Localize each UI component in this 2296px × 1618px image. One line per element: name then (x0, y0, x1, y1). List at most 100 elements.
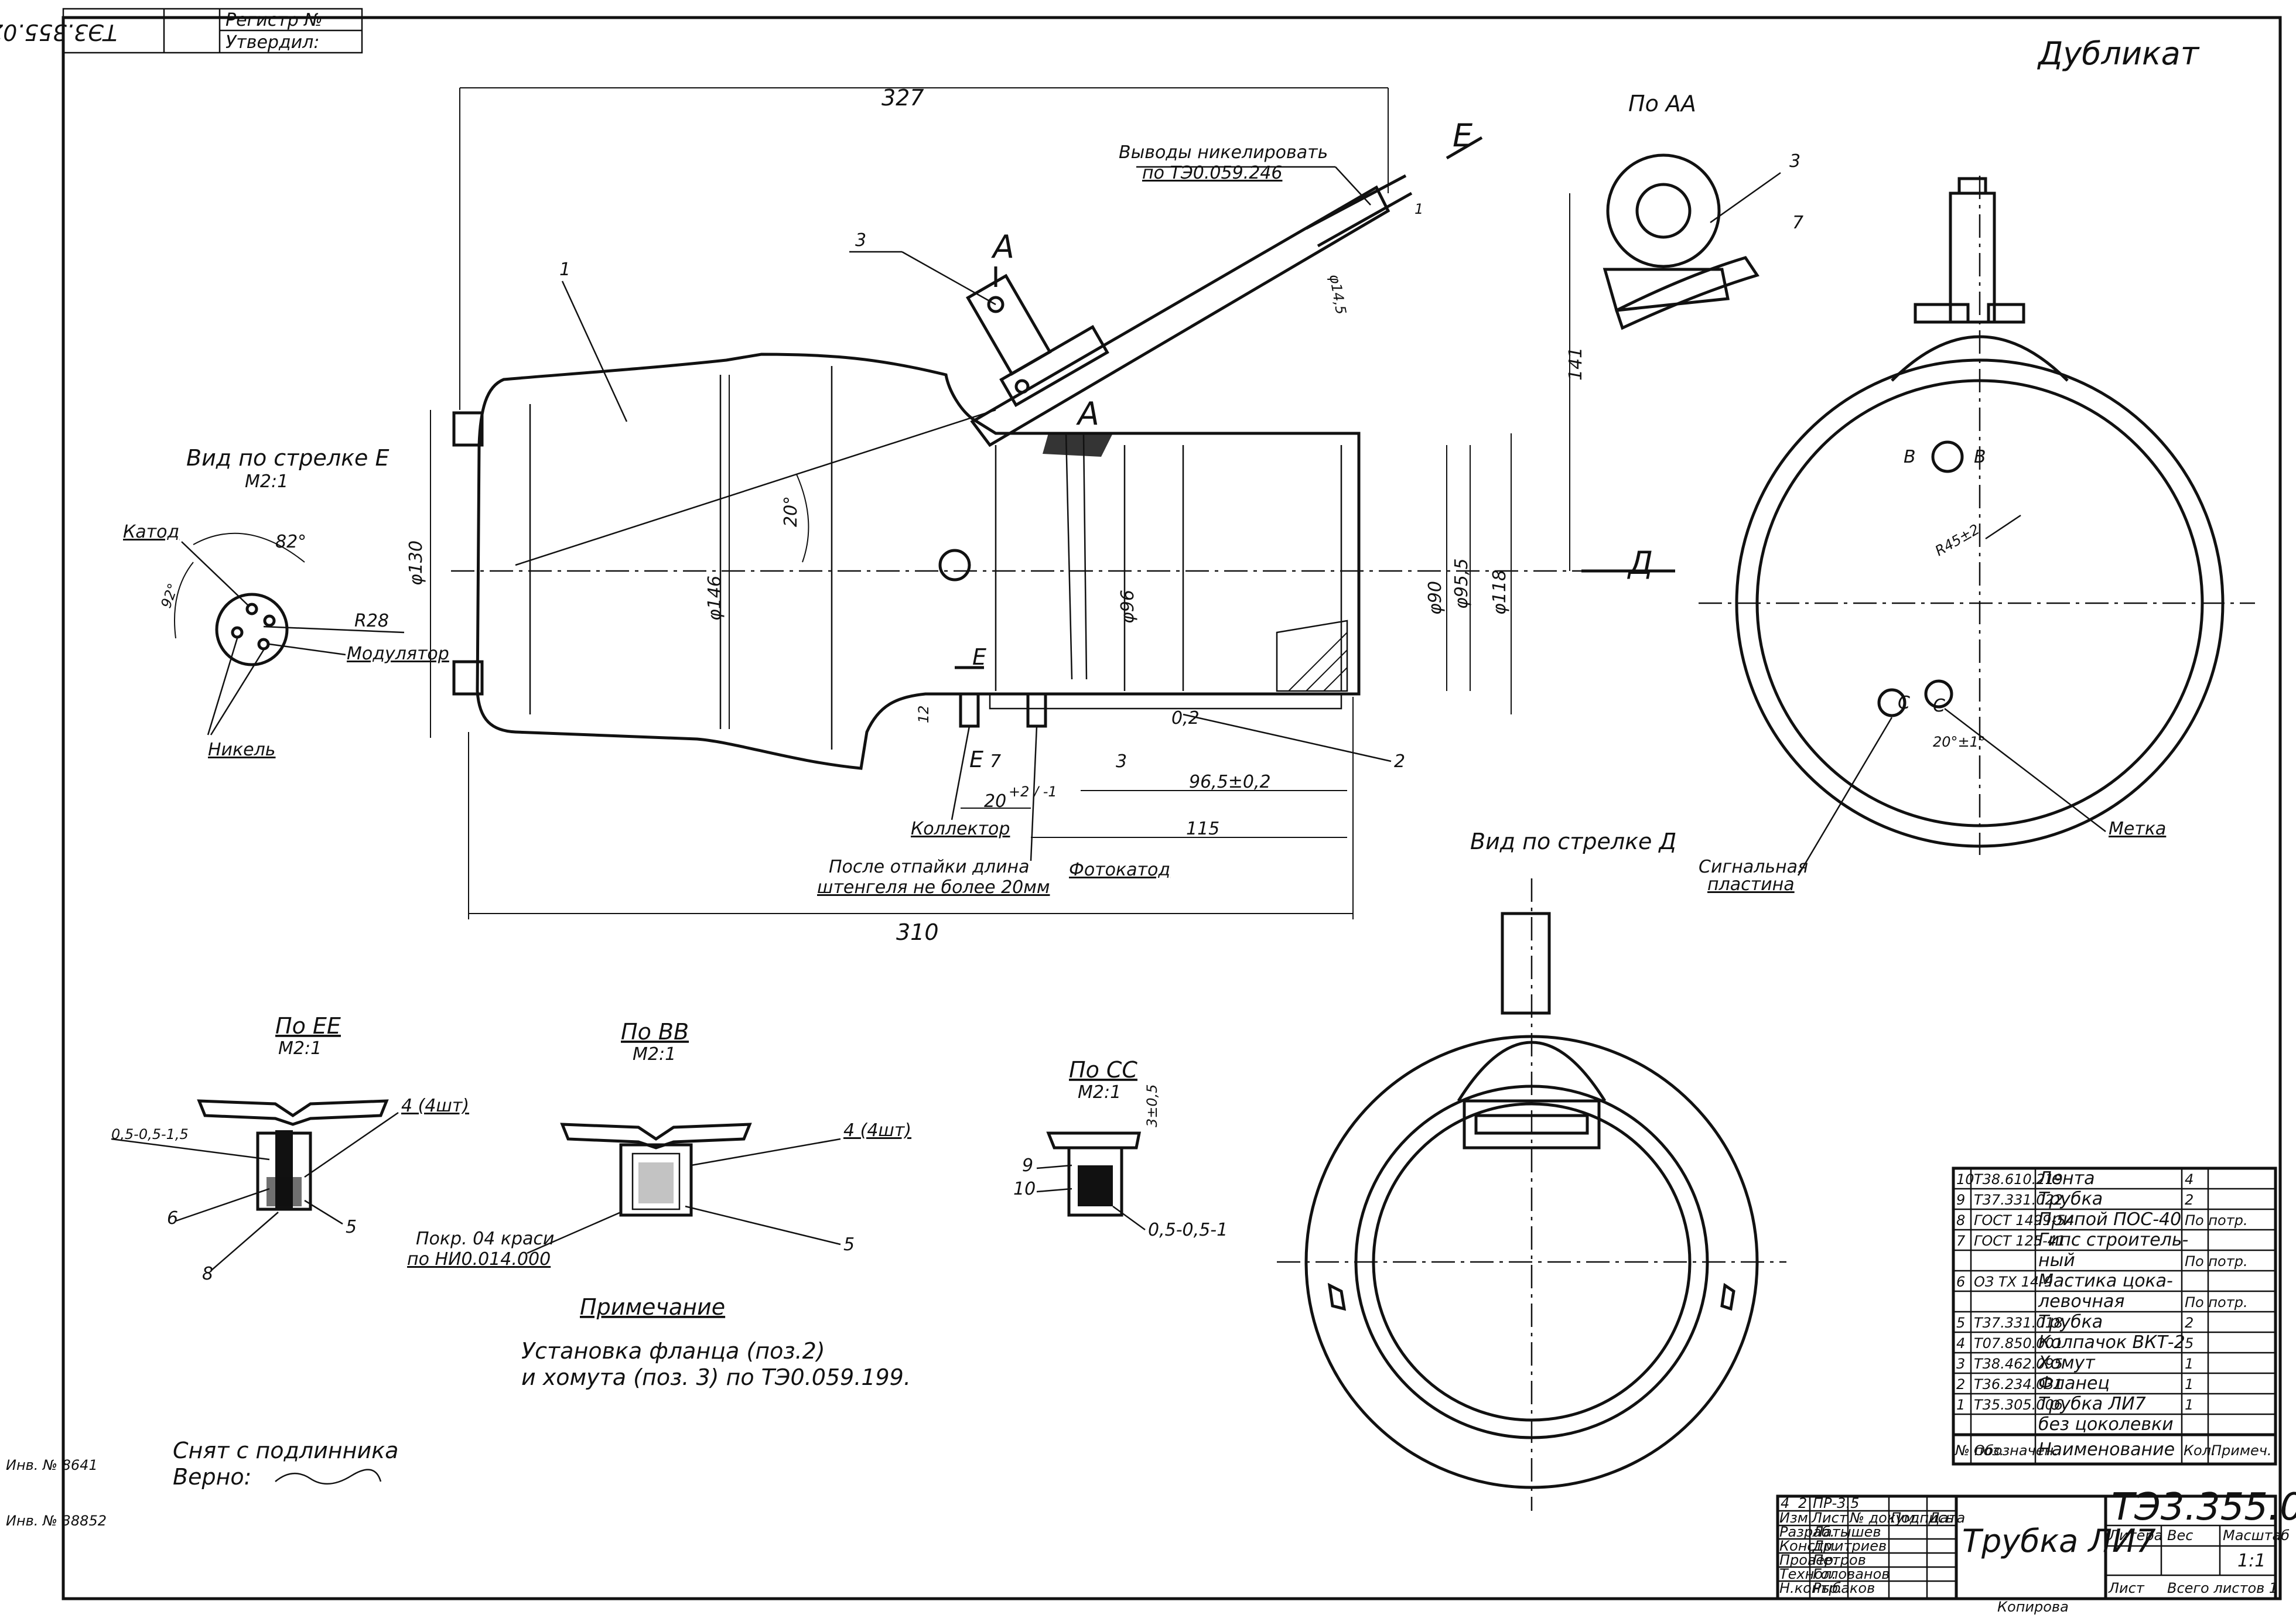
title-block: ТЭ3.355.025 Трубка ЛИ7 Литера Вес Масшта… (1776, 1486, 2296, 1615)
dim-14-5: φ14,5 (1326, 273, 1349, 316)
pos-7: 7 (990, 751, 1001, 772)
role-2: Провер. (1779, 1552, 1838, 1568)
bom-cell-name: Колпачок ВКТ-2 (2038, 1332, 2185, 1353)
change-row-0: 4 (1781, 1495, 1789, 1511)
mark-E-bottom-2: E (969, 747, 983, 772)
bom-cell-qty: По потр. (2185, 1212, 2248, 1229)
angle-20: 20° (781, 496, 801, 527)
signal-plate-1: Сигнальная (1699, 857, 1808, 877)
bom-cell-code: Т37.331.018 (1974, 1315, 2063, 1331)
leads-note-ref: по ТЭ0.059.246 (1142, 163, 1282, 183)
margin-inventory: Инв. № 8641 Инв. № 38852 (6, 1457, 107, 1529)
bom-cell-name: Гипс строитель- (2038, 1230, 2188, 1250)
bom-cell-pos: 9 (1956, 1192, 1965, 1208)
bom-cell-name: Мастика цока- (2038, 1271, 2173, 1291)
mark-A-bottom: A (1076, 395, 1099, 432)
paint-note-1: Покр. 04 краси (416, 1229, 554, 1249)
bom-cell-code: ОЗ ТХ 14-9 (1974, 1274, 2053, 1290)
side-radius: R45±2 (1932, 521, 1983, 560)
bom-cell-pos: 5 (1956, 1315, 1965, 1331)
bom-cell-code: Т07.850.001 (1974, 1335, 2063, 1352)
paint-note-2: по НИ0.014.000 (407, 1249, 551, 1270)
dim-1: 1 (1414, 201, 1423, 217)
c-right: C (1933, 696, 1945, 716)
dim-96-5: 96,5±0,2 (1189, 772, 1271, 792)
notes: Примечание Установка фланца (поз.2) и хо… (521, 1294, 911, 1390)
change-row-1: 2 (1798, 1495, 1807, 1511)
view-aa-pos-3: 3 (1789, 151, 1800, 172)
view-e-title: Вид по стрелке Е (186, 445, 390, 471)
col-date: Дата (1928, 1510, 1965, 1526)
bom-cell-name: Трубка ЛИ7 (2038, 1394, 2146, 1414)
tol-0-2: 0,2 (1171, 708, 1200, 728)
pos-1: 1 (559, 259, 570, 280)
collector-label: Коллектор (911, 819, 1010, 839)
bom-cell-code: Т35.305.006 (1974, 1397, 2063, 1413)
title-scale: 1:1 (2237, 1551, 2266, 1571)
dim-115: 115 (1186, 819, 1219, 839)
view-d: Вид по стрелке Д (1277, 829, 1786, 1511)
b-right: B (1974, 447, 1986, 467)
bom-header-code: Обозначен. (1974, 1442, 2058, 1459)
bom-cell-qty: 1 (2185, 1356, 2194, 1372)
col-list: Лист (1811, 1510, 1848, 1526)
b-left: B (1904, 447, 1916, 467)
notes-heading: Примечание (580, 1294, 725, 1320)
leads-note: Выводы никелировать (1119, 142, 1328, 163)
bom-cell-qty: По потр. (2185, 1294, 2248, 1311)
col-sign: Подпись (1891, 1510, 1954, 1526)
bom-cell-pos: 7 (1956, 1233, 1966, 1249)
bom-cell-code: ГОСТ 125-41 (1974, 1233, 2065, 1249)
title-sheets: Всего листов 1 (2167, 1580, 2278, 1596)
mark-label: Метка (2109, 819, 2166, 839)
bom-cell-name: Лента (2038, 1168, 2095, 1189)
view-e-scale: М2:1 (245, 471, 288, 492)
dim-130: φ130 (406, 541, 426, 586)
section-ee-pos-5: 5 (346, 1217, 357, 1237)
cathode-label: Катод (123, 522, 179, 542)
bom-cell-name: Припой ПОС-40 (2038, 1209, 2181, 1230)
bom-cell-pos: 6 (1956, 1274, 1965, 1290)
notes-line-1: Установка фланца (поз.2) (521, 1338, 825, 1364)
signal-plate-2: пластина (1707, 874, 1795, 895)
section-cc-title: По СС (1069, 1057, 1137, 1083)
bom-cell-name: Трубка (2038, 1312, 2103, 1332)
dim-141: 141 (1566, 347, 1586, 381)
bom-cell-pos: 4 (1956, 1335, 1965, 1352)
name-3: Голованов (1813, 1566, 1890, 1582)
mark-E-bottom: E (972, 644, 986, 670)
name-2: Петров (1813, 1552, 1866, 1568)
dim-96: φ96 (1118, 590, 1138, 624)
bom-cell-qty: 2 (2185, 1315, 2194, 1331)
bom-cell-qty: 5 (2185, 1335, 2194, 1352)
stem-note-1: После отпайки длина (829, 857, 1029, 877)
dim-20: 20 (984, 791, 1006, 812)
mark-E: E (1453, 117, 1473, 154)
side-view: B B C C R45±2 20°±1° Сигнальная пластина… (1699, 176, 2255, 895)
col-izm: Изм. (1779, 1510, 1812, 1526)
title-doc-code: ТЭ3.355.025 (2112, 1486, 2296, 1529)
bom-cell-code: Т38.462.095 (1974, 1356, 2063, 1372)
title-scale-label: Масштаб (2223, 1527, 2290, 1544)
name-1: Дмитриев (1812, 1538, 1887, 1554)
photocathode-label: Фотокатод (1069, 860, 1170, 880)
bom-cell-name: ный (2038, 1250, 2075, 1271)
role-4: Н.контр. (1779, 1580, 1842, 1596)
inv-number-2: Инв. № 38852 (6, 1513, 107, 1529)
bom-cell-pos: 1 (1956, 1397, 1965, 1413)
bom-header-pos: № поз. (1954, 1442, 2004, 1459)
bom-cell-code: Т37.331.022 (1974, 1192, 2063, 1208)
copy-note-line-1: Снят с подлинника (173, 1438, 398, 1463)
pos-3-bottom: 3 (1116, 751, 1127, 772)
bom-cell-name: без цоколевки (2038, 1414, 2174, 1435)
copied-by: Копирова (1997, 1599, 2069, 1615)
main-view: 327 310 141 φ130 φ146 φ96 φ90 φ95,5 φ118… (406, 85, 1675, 945)
copy-note-line-2: Верно: (173, 1464, 251, 1490)
copy-note: Снят с подлинника Верно: (173, 1438, 398, 1490)
section-bb-title: По ВВ (621, 1019, 689, 1045)
section-cc-dim-h: 3±0,5 (1144, 1084, 1160, 1127)
section-bb: По ВВ М2:1 4 (4шт) 5 Покр. 04 краси по Н… (407, 1019, 911, 1270)
